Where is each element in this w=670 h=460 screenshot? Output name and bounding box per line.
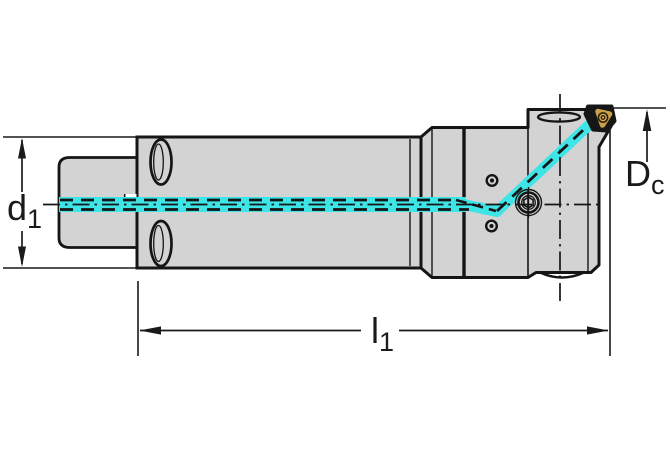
dimension-l1: l1	[137, 130, 611, 357]
dimension-dc: Dc	[607, 107, 666, 200]
head-bottom-face	[539, 271, 585, 279]
slot-bottom-inner	[153, 224, 164, 263]
dc-label: Dc	[625, 153, 665, 200]
d1-label: d1	[7, 187, 42, 234]
pin-holes	[485, 173, 499, 233]
d1-label-sub: 1	[27, 204, 42, 234]
l1-label-sub: 1	[379, 327, 394, 357]
l1-arrow-right	[587, 326, 609, 335]
d1-arrow-down	[18, 246, 26, 267]
head-top-face	[536, 111, 582, 123]
l1-label: l1	[371, 310, 394, 357]
slot-top	[149, 138, 173, 186]
insert-screw-dot	[601, 116, 605, 119]
dc-arrow-up	[642, 109, 652, 131]
dc-label-base: D	[625, 153, 651, 194]
slot-bottom	[149, 219, 173, 268]
cutting-insert	[583, 104, 617, 133]
dc-label-sub: c	[651, 170, 665, 200]
shank-slots	[149, 138, 173, 268]
clamping-screw	[514, 187, 543, 218]
d1-label-base: d	[7, 187, 27, 228]
coolant-diagonal	[491, 119, 595, 217]
centerlines	[43, 94, 601, 301]
hidden-bore-lines	[60, 124, 589, 213]
l1-arrow-left	[139, 326, 161, 335]
slot-top-inner	[153, 143, 164, 181]
dimension-d1: d1	[3, 136, 150, 269]
d1-arrow-up	[18, 138, 26, 159]
l1-label-base: l	[371, 310, 379, 351]
